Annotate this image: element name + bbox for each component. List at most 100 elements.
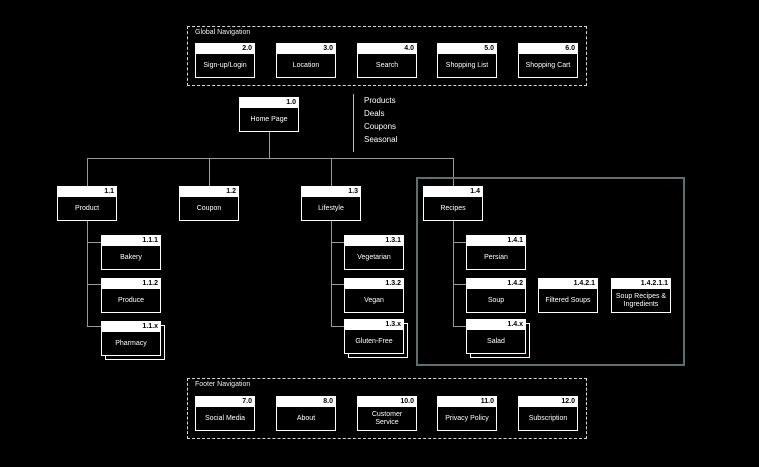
connector [87, 158, 453, 159]
node-number: 1.3 [302, 187, 360, 197]
node-label: Gluten-Free [355, 337, 393, 345]
connector [453, 221, 454, 327]
node-number: 1.2 [180, 187, 238, 197]
node-label: Shopping List [445, 61, 489, 69]
node-label: Social Media [204, 414, 246, 422]
node-label: Vegan [364, 296, 384, 304]
connector [331, 158, 332, 186]
node-number: 1.3.2 [345, 279, 403, 289]
connector [453, 284, 466, 285]
node-number: 1.1.1 [102, 236, 160, 246]
connector [331, 326, 344, 327]
node-label: Shopping Cart [525, 61, 571, 69]
node-number: 7.0 [196, 397, 254, 407]
node-label: Product [74, 204, 100, 212]
node-number: 1.0 [240, 98, 298, 108]
node-label: Produce [117, 296, 145, 304]
node-number: 3.0 [277, 44, 335, 54]
node-label: About [296, 414, 316, 422]
connector [209, 158, 210, 186]
node-number: 1.1 [58, 187, 116, 197]
connector [87, 284, 101, 285]
node-label: Bakery [120, 253, 142, 261]
node-number: 8.0 [277, 397, 335, 407]
global-navigation-group: Global Navigation [187, 26, 587, 86]
recipes-highlight-box [416, 177, 685, 366]
node-number: 1.4 [424, 187, 482, 197]
global-navigation-label: Global Navigation [195, 29, 251, 36]
node-number: 1.1.2 [102, 279, 160, 289]
node-label: Filtered Soups [545, 296, 591, 304]
node-number: 1.4.2 [467, 279, 525, 289]
node-label: Vegetarian [357, 253, 391, 261]
node-label: Search [375, 61, 399, 69]
node-label: Home Page [250, 115, 288, 123]
node-number: 1.3.1 [345, 236, 403, 246]
node-number: 1.4.2.1.1 [612, 279, 670, 289]
node-label: Soup Recipes & Ingredients [615, 292, 667, 308]
node-number: 6.0 [519, 44, 577, 54]
node-number: 12.0 [519, 397, 577, 407]
connector [87, 221, 88, 327]
node-number: 1.1.x [102, 322, 160, 332]
node-label: Recipes [440, 204, 466, 212]
node-number: 2.0 [196, 44, 254, 54]
connector [331, 242, 344, 243]
connector [331, 284, 344, 285]
node-label: Salad [487, 337, 505, 345]
connector [87, 158, 88, 186]
connector [269, 132, 270, 158]
connector [87, 242, 101, 243]
node-label: Location [292, 61, 320, 69]
node-number: 1.4.2.1 [539, 279, 597, 289]
node-number: 11.0 [438, 397, 496, 407]
node-number: 1.4.1 [467, 236, 525, 246]
node-number: 4.0 [358, 44, 416, 54]
connector [453, 326, 466, 327]
home-list-item: Deals [364, 109, 385, 118]
connector [87, 326, 101, 327]
node-label: Sign-up/Login [203, 61, 247, 69]
node-label: Coupon [196, 204, 222, 212]
node-number: 10.0 [358, 397, 416, 407]
home-list-item: Coupons [364, 122, 397, 131]
footer-navigation-label: Footer Navigation [195, 381, 251, 388]
node-number: 5.0 [438, 44, 496, 54]
footer-navigation-group: Footer Navigation [187, 378, 587, 439]
connector [331, 221, 332, 327]
node-label: Pharmacy [115, 339, 147, 347]
node-number: 1.4.x [467, 320, 525, 330]
home-list-item: Seasonal [364, 135, 398, 144]
node-label: Customer Service [371, 410, 403, 426]
node-label: Subscription [528, 414, 568, 422]
node-label: Persian [484, 253, 508, 261]
connector [453, 242, 466, 243]
node-label: Lifestyle [318, 204, 344, 212]
